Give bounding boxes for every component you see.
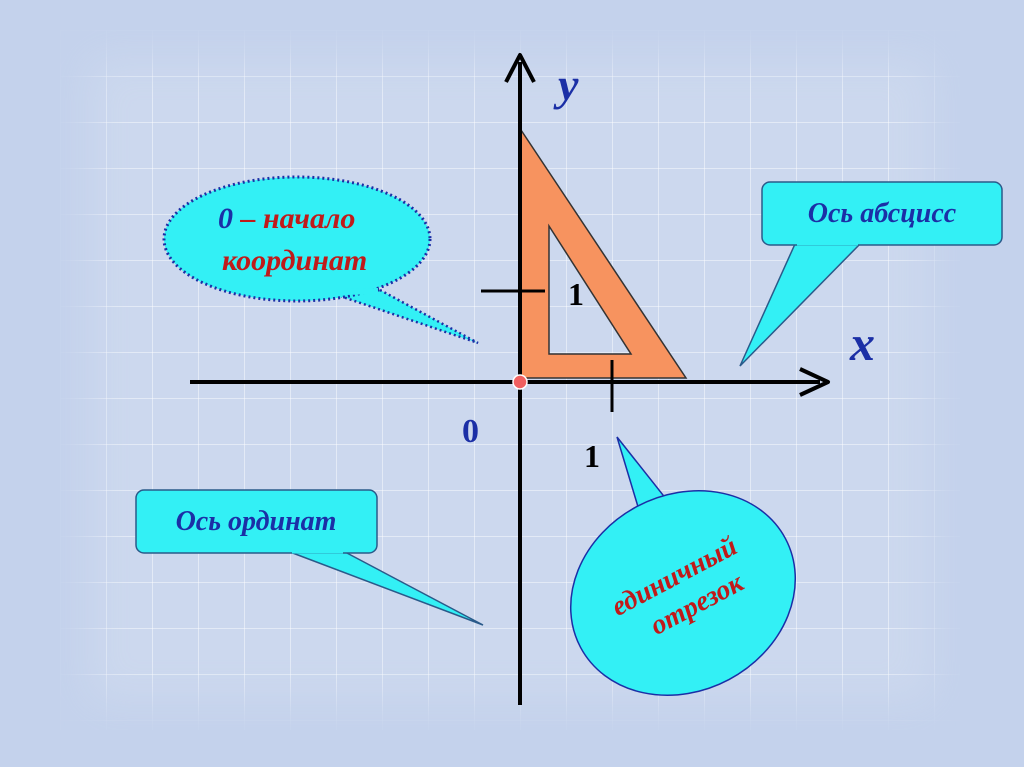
callout-origin-line1: 0 – начало [218,202,355,235]
x-axis-arrow [799,367,830,397]
callout-y-axis: Ось ординат [135,489,484,626]
callout-y-axis-text: Ось ординат [176,506,337,537]
triangle-ruler-icon [520,127,688,379]
y-unit-label: 1 [568,276,584,312]
callout-origin: 0 – начало координат [162,175,479,345]
callout-origin-text1: начало [263,202,355,235]
callout-unit-segment: единичный отрезок [569,436,797,696]
y-axis-arrow [504,53,536,83]
callout-x-axis-text: Ось абсцисс [808,198,957,229]
x-unit-label: 1 [584,438,600,474]
callout-origin-text2: координат [222,244,367,277]
origin-dot-icon [512,374,528,390]
callout-x-axis: Ось абсцисс [739,181,1003,367]
origin-label: 0 [462,413,479,450]
callout-origin-shape [339,288,479,345]
callout-origin-number: 0 [218,202,233,235]
y-axis-label: y [553,59,579,110]
x-axis-label: x [849,315,875,371]
callout-origin-dash: – [233,202,263,235]
